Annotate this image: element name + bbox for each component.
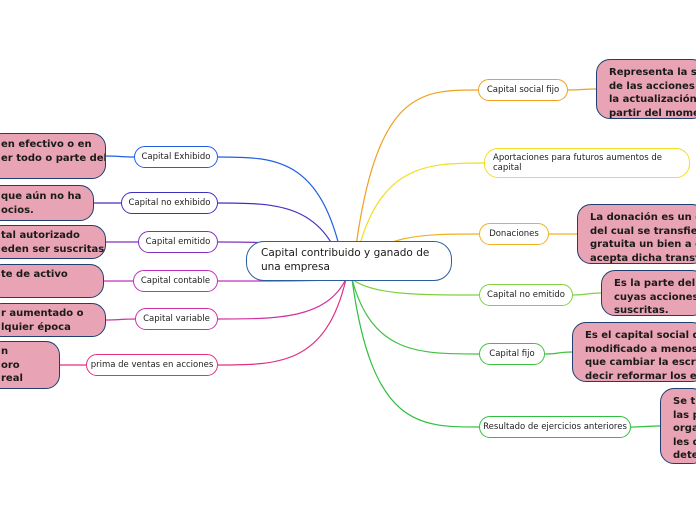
node-capital-variable[interactable]: Capital variable bbox=[135, 308, 218, 330]
connector-right-5 bbox=[351, 278, 480, 428]
note-line: partir del momento bbox=[609, 107, 696, 119]
note-line: que cambiar la escritura bbox=[585, 357, 696, 368]
connector-note-left-0 bbox=[105, 155, 135, 158]
note-capital-emitido: tal autorizado eden ser suscritas. bbox=[0, 225, 106, 259]
node-resultado-ejercicios[interactable]: Resultado de ejercicios anteriores bbox=[479, 416, 631, 438]
note-capital-fijo: Es el capital social que n modificado a … bbox=[572, 322, 696, 382]
node-label: Donaciones bbox=[489, 228, 539, 239]
note-line: del cual se transfiere d bbox=[590, 225, 696, 237]
node-capital-exhibido[interactable]: Capital Exhibido bbox=[134, 146, 218, 168]
node-label: Capital contable bbox=[140, 275, 211, 286]
node-capital-fijo[interactable]: Capital fijo bbox=[479, 343, 545, 365]
connector-note-right-0 bbox=[567, 88, 597, 91]
node-capital-contable[interactable]: Capital contable bbox=[133, 270, 218, 292]
note-line: te de activo bbox=[1, 269, 68, 280]
note-capital-contable: te de activo bbox=[0, 264, 104, 298]
node-aportaciones[interactable]: Aportaciones para futuros aumentos de ca… bbox=[484, 148, 690, 178]
note-line: Representa la sum bbox=[609, 67, 696, 78]
note-capital-variable: r aumentado o lquier época bbox=[0, 303, 106, 337]
note-line: cuyas acciones au bbox=[614, 291, 696, 303]
connector-right-4 bbox=[351, 278, 480, 355]
note-capital-social-fijo: Representa la sum de las acciones sus la… bbox=[596, 59, 696, 119]
connector-left-5 bbox=[217, 278, 347, 366]
note-line: gratuita un bien a otra bbox=[590, 239, 696, 250]
note-line: les d bbox=[673, 436, 696, 448]
note-line: dete bbox=[673, 450, 696, 461]
note-capital-exhibido: en efectivo o en er todo o parte del bbox=[0, 133, 106, 179]
connector-note-right-2 bbox=[572, 292, 602, 296]
note-capital-no-emitido: Es la parte del cap cuyas acciones au su… bbox=[601, 270, 696, 316]
connector-note-left-4 bbox=[105, 318, 136, 321]
note-line: acepta dicha transferen bbox=[590, 252, 696, 264]
note-line: eden ser suscritas. bbox=[1, 243, 106, 255]
node-label: Capital Exhibido bbox=[141, 151, 211, 162]
note-line: tal autorizado bbox=[1, 230, 80, 241]
node-label: Aportaciones para futuros aumentos de ca… bbox=[493, 152, 662, 173]
note-line: er todo o parte del bbox=[1, 152, 106, 164]
node-label: Capital fijo bbox=[489, 348, 535, 359]
node-label: Resultado de ejercicios anteriores bbox=[483, 421, 627, 432]
note-donaciones: La donación es un cont del cual se trans… bbox=[577, 204, 696, 264]
note-capital-no-exhibido: que aún no ha ocios. bbox=[0, 185, 94, 221]
note-line: en efectivo o en bbox=[1, 139, 92, 150]
connector-right-1 bbox=[351, 162, 485, 280]
note-prima-ventas: n oro real bbox=[0, 341, 60, 389]
note-line: que aún no ha bbox=[1, 191, 82, 202]
note-resultado-ejercicios: Se tr las p orga les d dete bbox=[660, 388, 696, 464]
node-label: Capital variable bbox=[143, 313, 210, 324]
node-label: Capital no exhibido bbox=[128, 197, 211, 208]
central-topic-label: Capital contribuido y ganado de una empr… bbox=[261, 247, 430, 273]
note-line: La donación es un cont bbox=[590, 212, 696, 223]
node-capital-no-emitido[interactable]: Capital no emitido bbox=[479, 284, 573, 306]
node-capital-social-fijo[interactable]: Capital social fijo bbox=[478, 79, 568, 101]
node-prima-ventas-acciones[interactable]: prima de ventas en acciones bbox=[86, 354, 218, 376]
note-line: r aumentado o bbox=[1, 308, 84, 319]
note-line: las p bbox=[673, 409, 696, 421]
node-donaciones[interactable]: Donaciones bbox=[479, 223, 549, 245]
note-line: suscritas. bbox=[614, 305, 669, 316]
node-capital-no-exhibido[interactable]: Capital no exhibido bbox=[121, 192, 218, 214]
note-line: Es la parte del cap bbox=[614, 278, 696, 289]
note-line: orga bbox=[673, 423, 696, 434]
note-line: Es el capital social que n bbox=[585, 330, 696, 341]
node-label: Capital no emitido bbox=[487, 289, 565, 300]
note-line: ocios. bbox=[1, 204, 34, 216]
connector-right-3 bbox=[351, 278, 480, 296]
note-line: la actualización que bbox=[609, 94, 696, 105]
note-line: oro bbox=[1, 359, 20, 371]
connector-note-right-3 bbox=[544, 351, 573, 355]
connector-note-right-4 bbox=[630, 425, 661, 428]
note-line: lquier época bbox=[1, 321, 71, 333]
note-line: decir reformar los estat bbox=[585, 370, 696, 382]
node-label: Capital social fijo bbox=[486, 84, 560, 95]
connector-left-0 bbox=[217, 156, 347, 280]
connector-right-0 bbox=[351, 89, 479, 280]
central-topic[interactable]: Capital contribuido y ganado de una empr… bbox=[246, 241, 452, 281]
note-line: Se tr bbox=[673, 396, 696, 407]
note-line: modificado a menos que bbox=[585, 343, 696, 355]
connector-left-4 bbox=[217, 278, 347, 320]
note-line: n bbox=[1, 346, 9, 357]
node-label: Capital emitido bbox=[145, 236, 211, 247]
note-line: real bbox=[1, 373, 23, 384]
node-capital-emitido[interactable]: Capital emitido bbox=[138, 231, 218, 253]
node-label: prima de ventas en acciones bbox=[90, 359, 214, 370]
note-line: de las acciones sus bbox=[609, 80, 696, 92]
